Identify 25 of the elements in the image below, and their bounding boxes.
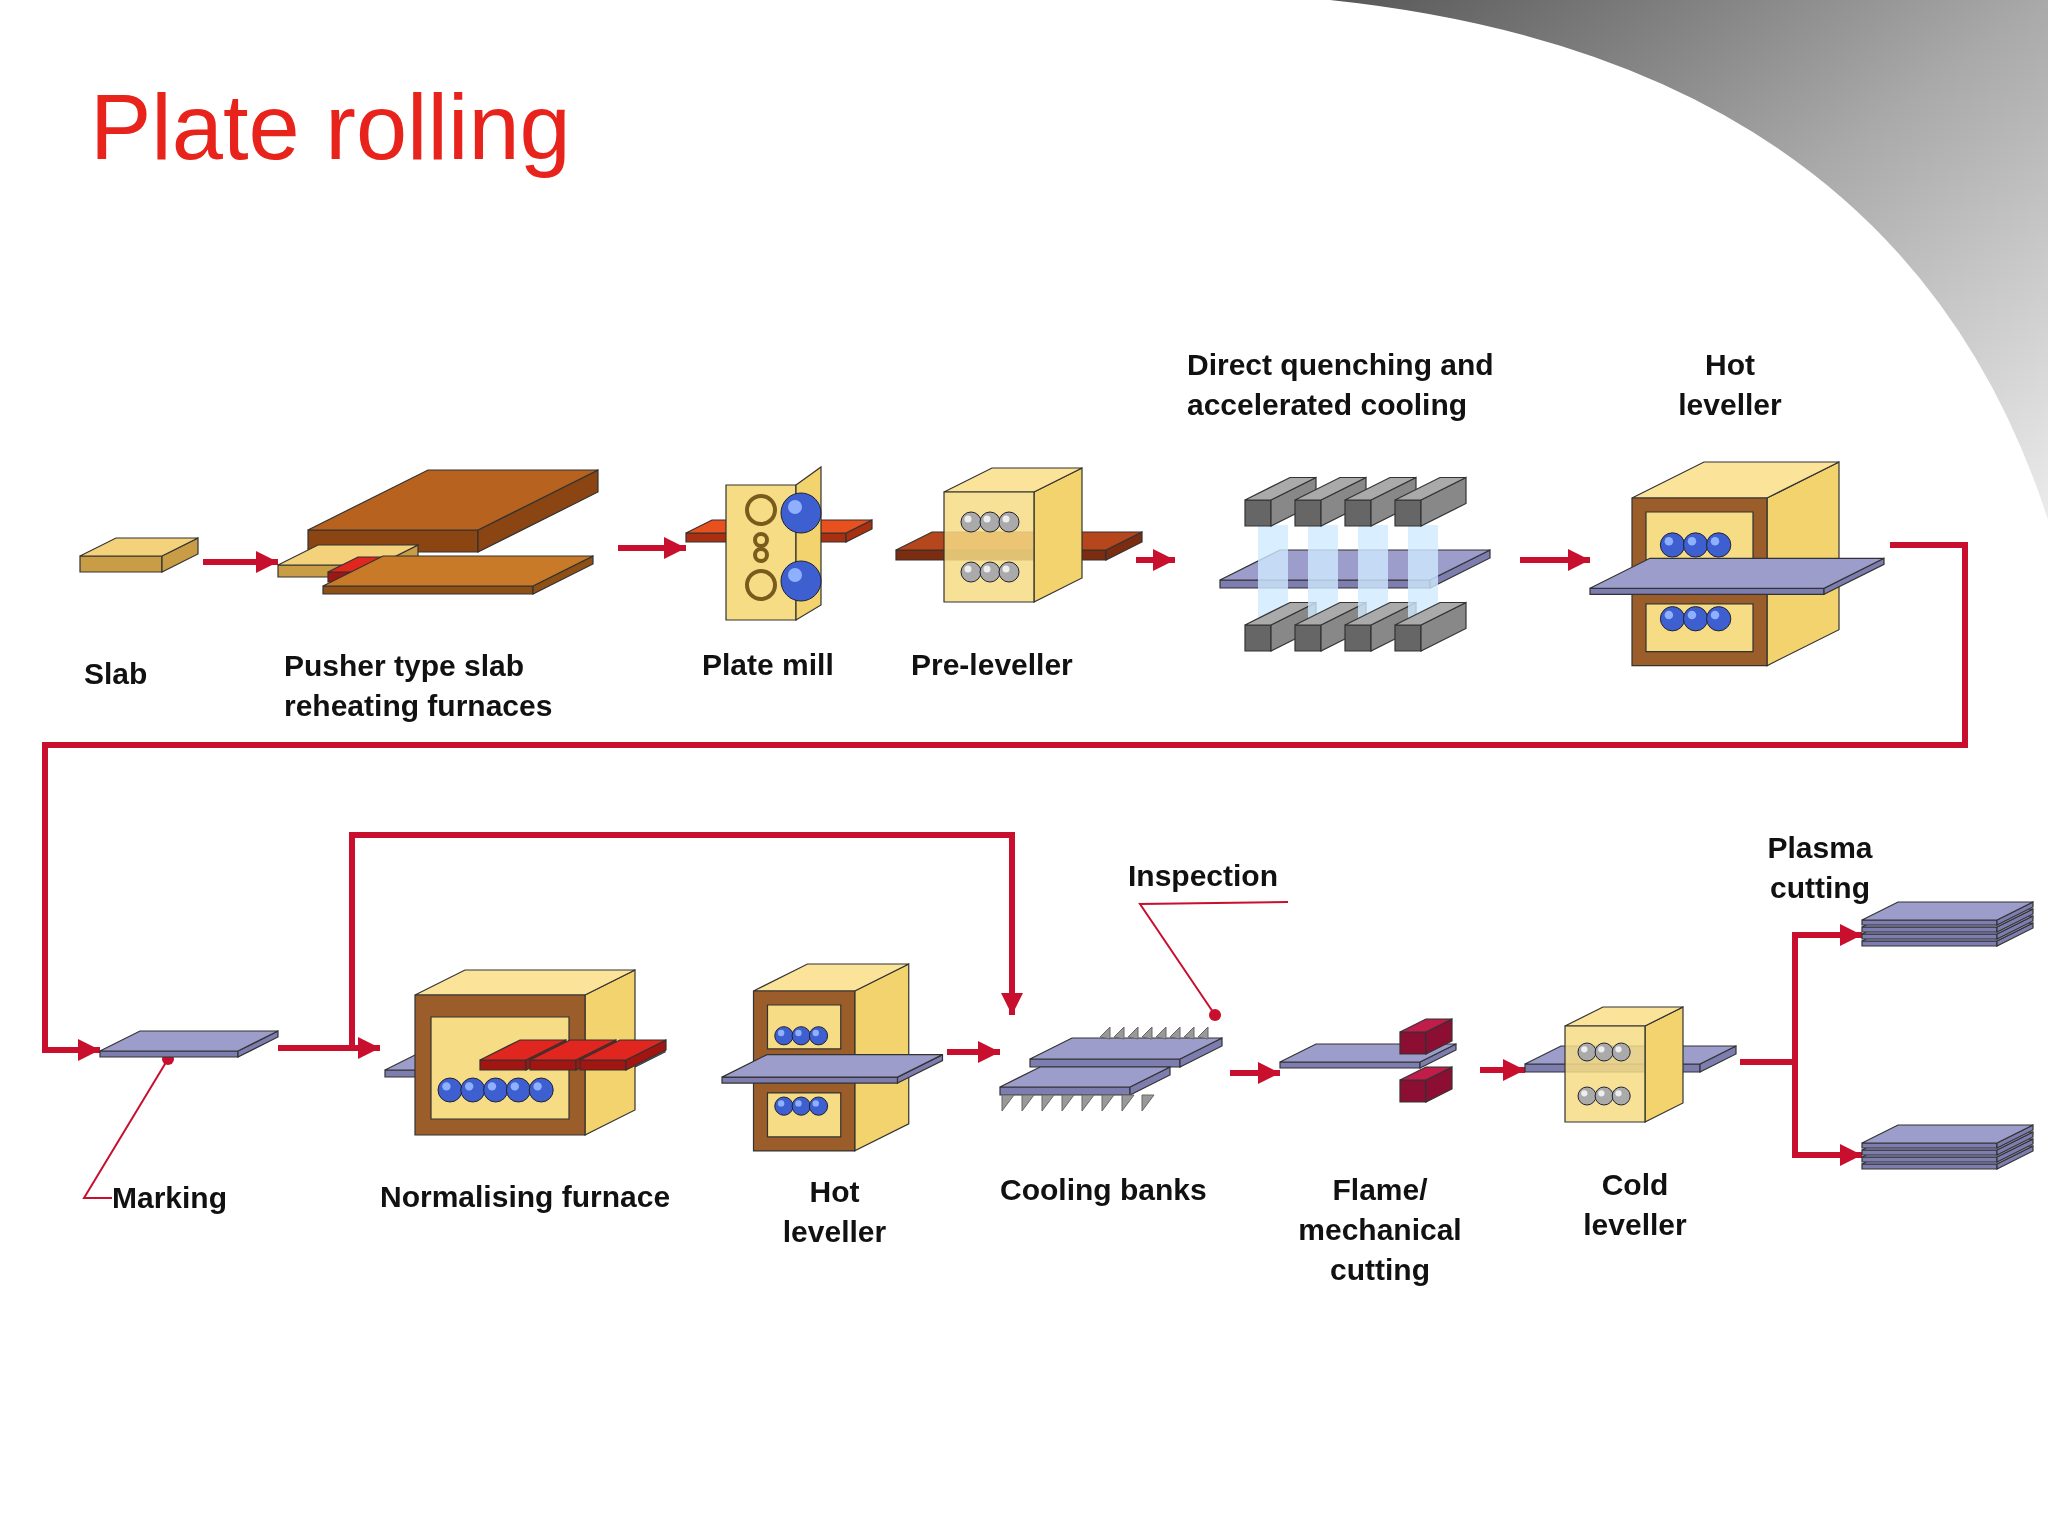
flow-arrow (1230, 1062, 1280, 1084)
leader-line (1138, 901, 1289, 1021)
flow-arrow (1136, 549, 1175, 571)
title: Plate rolling (90, 75, 571, 180)
flow-arrow (947, 1041, 1000, 1063)
step-label: Plasma cutting (1766, 830, 1874, 906)
flow-arrow (618, 537, 686, 559)
step-label: Slab (84, 656, 149, 692)
step-label: Pusher type slab reheating furnaces (284, 648, 554, 724)
flow-arrow (1520, 549, 1590, 571)
step-label: Normalising furnace (380, 1179, 672, 1215)
flow-arrow (203, 551, 278, 573)
step-label: Inspection (1128, 858, 1279, 894)
step-label: Marking (112, 1180, 229, 1216)
flow-arrow (1480, 1059, 1525, 1081)
step-label: Plate mill (702, 647, 835, 683)
flow-arrow (42, 542, 1968, 1061)
step-label: Hot leveller (781, 1174, 888, 1250)
step-label: Flame/ mechanical cutting (1297, 1172, 1463, 1288)
step-label: Pre-leveller (911, 647, 1074, 683)
step-label: Direct quenching and accelerated cooling (1187, 347, 1495, 423)
step-label: Cold leveller (1582, 1167, 1688, 1243)
step-label: Cooling banks (1000, 1172, 1208, 1208)
flow-arrow (1740, 1059, 1862, 1166)
step-label: Hot leveller (1677, 347, 1783, 423)
